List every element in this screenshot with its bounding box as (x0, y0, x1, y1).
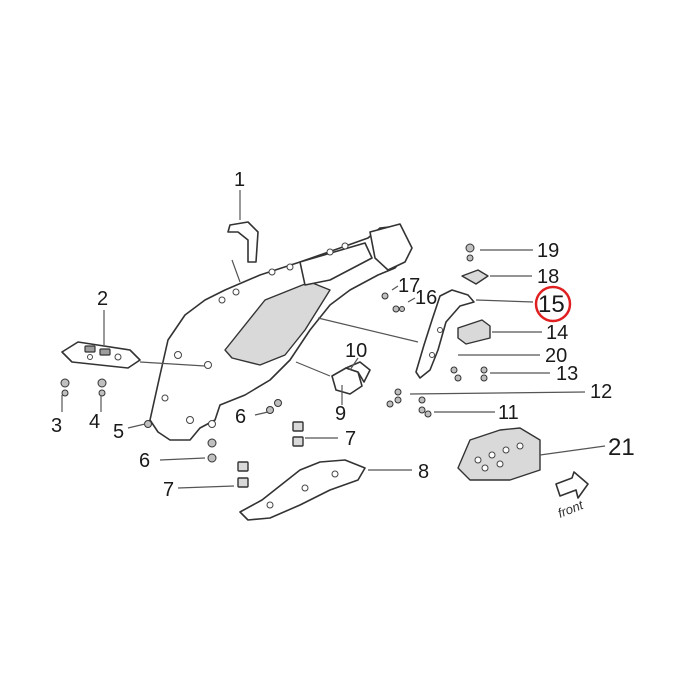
part-18-clip (461, 269, 489, 285)
label-14: 14 (546, 322, 568, 344)
part-14-block (457, 319, 491, 345)
leader-lines (61, 190, 606, 489)
label-20: 20 (545, 345, 567, 367)
front-label: front (556, 497, 587, 521)
label-2: 2 (97, 288, 108, 310)
label-18: 18 (537, 266, 559, 288)
label-16: 16 (415, 287, 437, 309)
label-10: 10 (345, 340, 367, 362)
label-13: 13 (556, 363, 578, 385)
label-9: 9 (335, 403, 346, 425)
label-5: 5 (113, 421, 124, 443)
front-arrow-icon (555, 471, 589, 499)
label-15: 15 (538, 291, 565, 318)
part-9-10-brackets (331, 361, 371, 395)
fasteners-left (60, 378, 282, 463)
label-6a: 6 (235, 406, 246, 428)
label-21: 21 (608, 434, 635, 461)
part-21-seat-base (457, 427, 541, 481)
label-1: 1 (234, 169, 245, 191)
label-11: 11 (498, 402, 519, 424)
highlight-ring (534, 285, 572, 323)
label-7b: 7 (163, 479, 174, 501)
label-19: 19 (537, 240, 559, 262)
part-7-nuts (237, 421, 304, 488)
label-17: 17 (398, 275, 420, 297)
label-6b: 6 (139, 450, 150, 472)
fasteners-right (381, 243, 488, 418)
label-7a: 7 (345, 428, 356, 450)
part-15-rail (415, 289, 475, 379)
label-4: 4 (89, 411, 100, 433)
label-8: 8 (418, 461, 429, 483)
label-12: 12 (590, 381, 612, 403)
callout-labels: 1 2 3 4 5 6 6 7 7 8 9 10 11 12 13 14 15 … (51, 169, 635, 501)
part-8-skid-plate (239, 459, 366, 521)
main-frame (149, 221, 413, 441)
label-3: 3 (51, 415, 62, 437)
part-2-bracket (61, 341, 141, 369)
